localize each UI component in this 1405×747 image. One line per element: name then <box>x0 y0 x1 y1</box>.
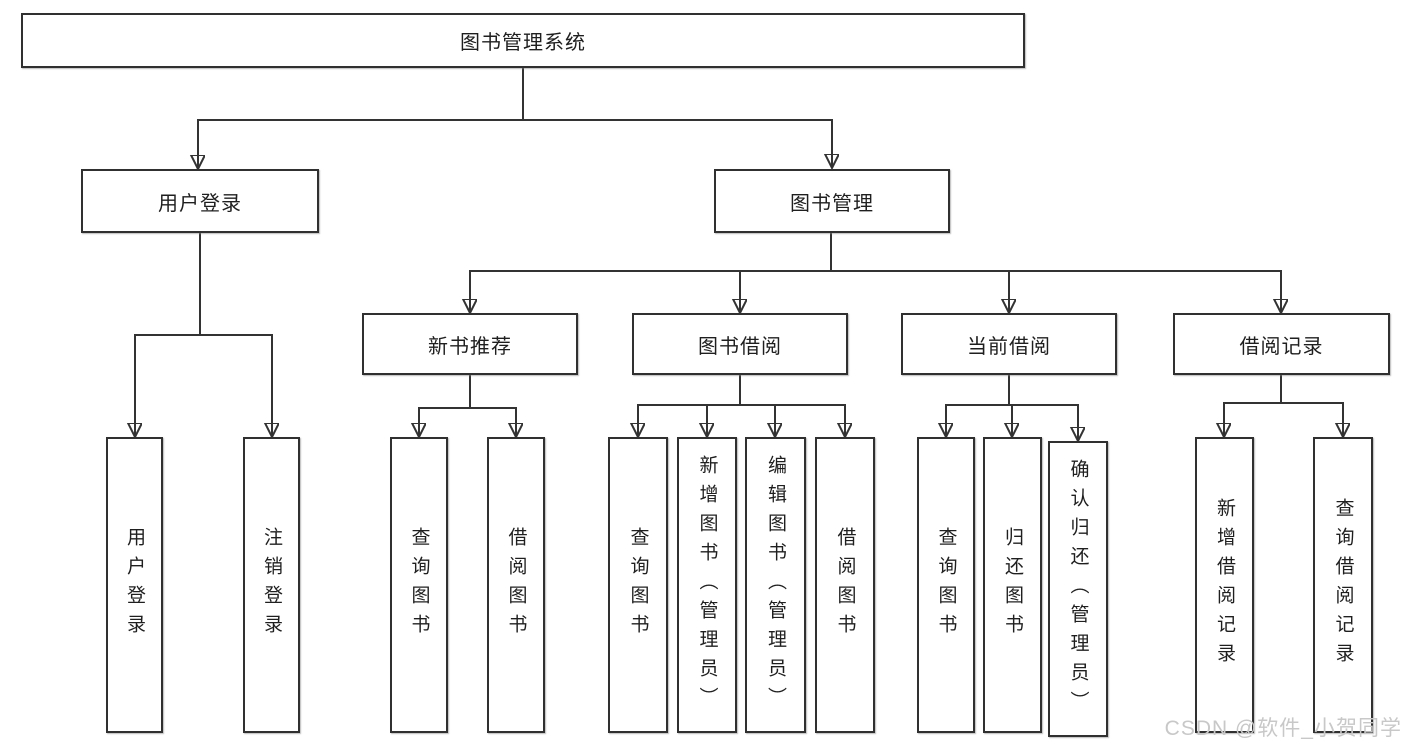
node-book-management: 图书管理 <box>714 169 950 233</box>
node-borrow-records: 借阅记录 <box>1173 313 1390 375</box>
leaf-records-add: 新增借阅记录 <box>1195 437 1254 733</box>
leaf-user-login: 用户登录 <box>106 437 163 733</box>
leaf-borrow-edit-admin: 编辑图书（管理员） <box>745 437 806 733</box>
leaf-borrow-query: 查询图书 <box>608 437 668 733</box>
leaf-current-return: 归还图书 <box>983 437 1042 733</box>
leaf-newbooks-borrow: 借阅图书 <box>487 437 545 733</box>
leaf-records-query: 查询借阅记录 <box>1313 437 1373 733</box>
csdn-watermark: CSDN @软件_小贺同学 <box>1164 717 1402 740</box>
node-user-login-branch: 用户登录 <box>81 169 319 233</box>
leaf-current-query: 查询图书 <box>917 437 975 733</box>
node-current-borrow: 当前借阅 <box>901 313 1117 375</box>
leaf-borrow-borrow: 借阅图书 <box>815 437 875 733</box>
leaf-newbooks-query: 查询图书 <box>390 437 448 733</box>
node-book-borrow: 图书借阅 <box>632 313 848 375</box>
leaf-borrow-add-admin: 新增图书（管理员） <box>677 437 737 733</box>
leaf-current-confirm-admin: 确认归还（管理员） <box>1048 441 1108 737</box>
node-new-books: 新书推荐 <box>362 313 578 375</box>
leaf-logout: 注销登录 <box>243 437 300 733</box>
node-root-system: 图书管理系统 <box>21 13 1025 68</box>
